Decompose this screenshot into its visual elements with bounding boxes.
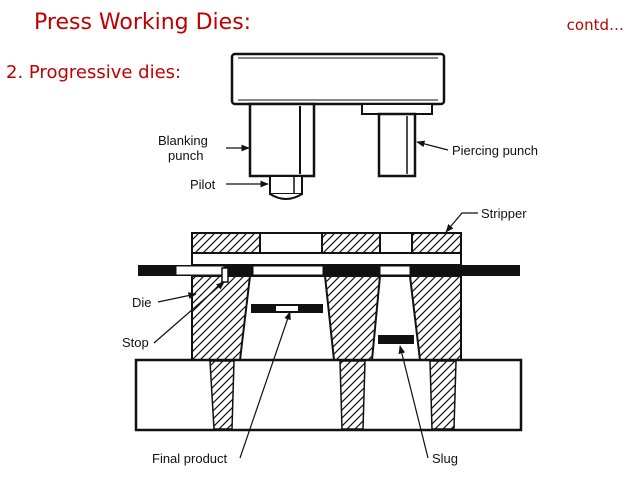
punch-holder <box>230 52 446 106</box>
label-blanking-punch-2: punch <box>168 148 203 163</box>
label-slug: Slug <box>432 451 458 466</box>
label-die: Die <box>132 295 152 310</box>
label-blanking-punch-1: Blanking <box>158 133 208 148</box>
blanking-punch <box>248 102 316 178</box>
label-stop: Stop <box>122 335 149 350</box>
die-block <box>191 275 462 361</box>
slide-subtitle: 2. Progressive dies: <box>6 62 182 83</box>
leader-lines <box>153 140 478 459</box>
label-piercing-punch: Piercing punch <box>452 143 538 158</box>
slide-title: Press Working Dies: <box>34 10 252 35</box>
label-pilot: Pilot <box>190 177 216 192</box>
pilot <box>269 175 303 200</box>
bolster-plate <box>134 358 523 432</box>
contd-label: contd… <box>566 16 624 34</box>
slug <box>378 335 414 344</box>
final-product-blank <box>251 304 323 313</box>
stop-pin <box>221 267 229 283</box>
stock-strip <box>138 265 520 276</box>
label-stripper: Stripper <box>481 206 527 221</box>
label-final-product: Final product <box>152 451 228 466</box>
piercing-punch <box>361 103 433 178</box>
stripper-plate <box>191 232 462 266</box>
